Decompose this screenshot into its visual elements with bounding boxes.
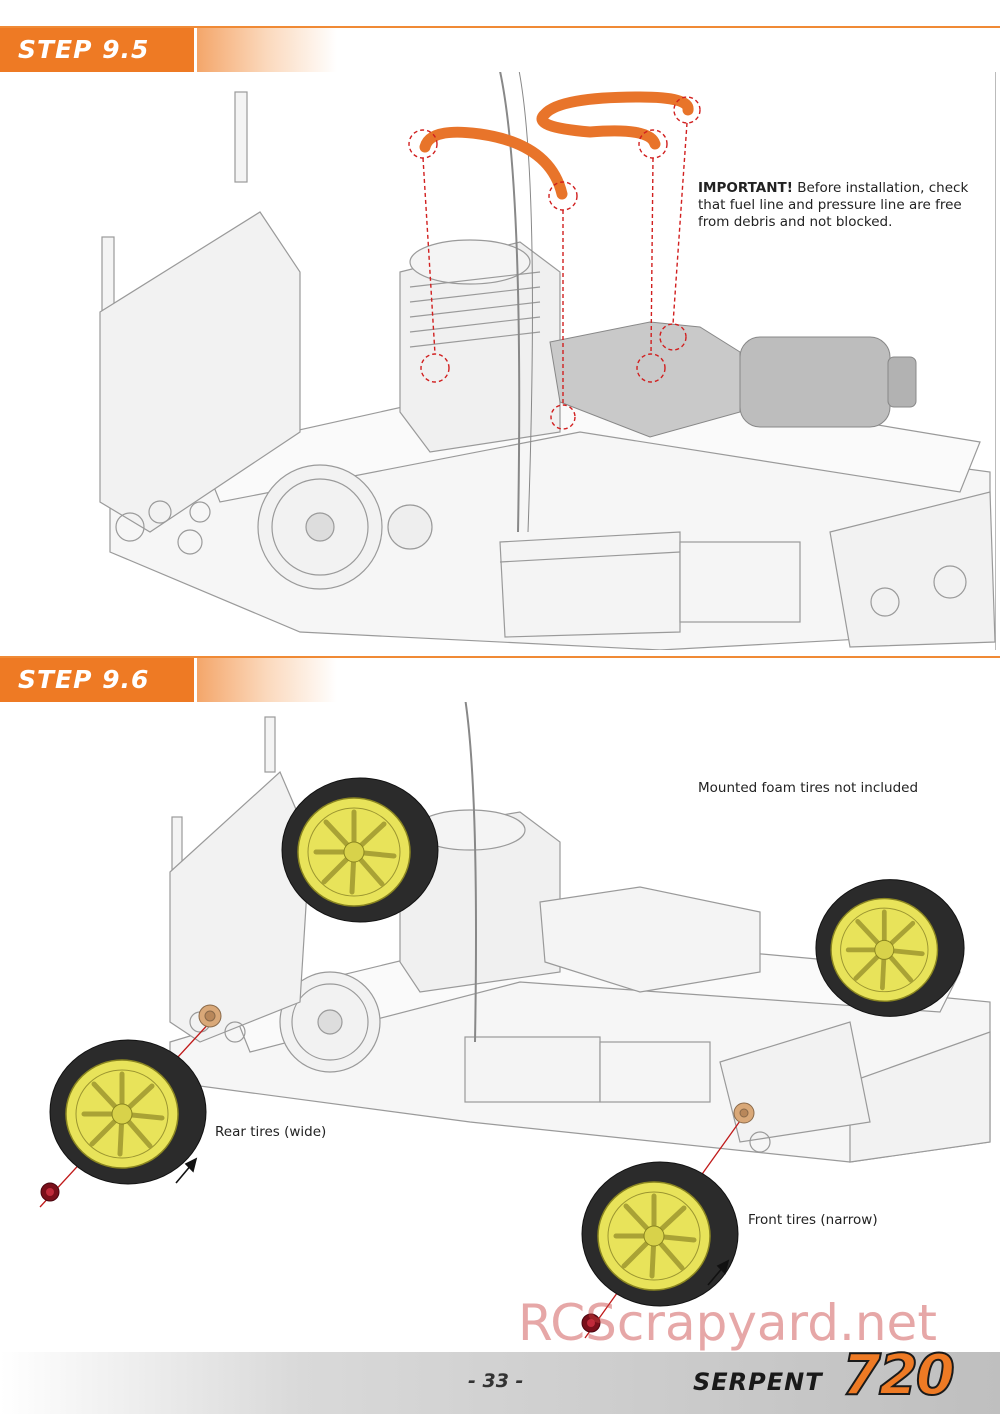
model-logo: 720 bbox=[841, 1343, 956, 1408]
step-9-6-panel: Mounted foam tires not included Rear tir… bbox=[0, 702, 1000, 1342]
engine-block bbox=[399, 811, 561, 993]
header-rule bbox=[0, 26, 1000, 28]
engine-head bbox=[409, 239, 531, 285]
important-text: Before installation, check that fuel lin… bbox=[698, 180, 969, 230]
brand-logo: SERPENT bbox=[693, 1368, 823, 1396]
body-post-1 bbox=[264, 716, 276, 773]
step-9-6-header: STEP 9.6 bbox=[0, 656, 1000, 702]
guide-circle-6 bbox=[550, 404, 576, 430]
chassis-fuel-line-diagram bbox=[99, 72, 996, 650]
antenna bbox=[499, 72, 521, 533]
antenna bbox=[464, 702, 477, 1043]
wheel-mounting-diagram bbox=[39, 702, 991, 1339]
servo bbox=[679, 541, 801, 623]
hub-rear bbox=[198, 1004, 222, 1028]
fuel-line-2 bbox=[536, 91, 694, 150]
step-9-5-header: STEP 9.5 bbox=[0, 26, 1000, 72]
mounted-tires-note: Mounted foam tires not included bbox=[698, 780, 919, 796]
header-rule bbox=[0, 656, 1000, 658]
fuel-line-1 bbox=[419, 126, 568, 200]
tire-rear-left bbox=[282, 778, 438, 922]
guide-circle-8 bbox=[659, 323, 687, 351]
hub-front bbox=[733, 1102, 755, 1124]
panel-border bbox=[995, 72, 996, 650]
starter-box bbox=[539, 886, 761, 993]
header-fade bbox=[197, 28, 337, 72]
body-post-left bbox=[234, 91, 248, 183]
important-note: IMPORTANT! Before installation, check th… bbox=[698, 180, 988, 231]
wheel-nut-front bbox=[581, 1313, 601, 1333]
watermark: RCScrapyard.net bbox=[518, 1294, 937, 1352]
guide-circle-4 bbox=[673, 96, 701, 124]
footer-bar bbox=[0, 1352, 1000, 1414]
step-9-6-title: STEP 9.6 bbox=[0, 658, 194, 702]
front-tires-label: Front tires (narrow) bbox=[748, 1212, 878, 1228]
rear-suspension bbox=[99, 211, 301, 533]
servo bbox=[599, 1041, 711, 1103]
wheel-nut-rear bbox=[40, 1182, 60, 1202]
fuel-tank bbox=[499, 531, 681, 638]
important-label: IMPORTANT! bbox=[698, 180, 793, 196]
rear-tires-label: Rear tires (wide) bbox=[215, 1124, 327, 1140]
fuel-tank bbox=[464, 1036, 601, 1103]
step-9-5-panel: IMPORTANT! Before installation, check th… bbox=[0, 72, 1000, 650]
tire-front-right bbox=[816, 880, 964, 1017]
tire-rear-exploded bbox=[50, 1040, 206, 1184]
page-number: - 33 - bbox=[468, 1370, 524, 1392]
step-9-5-title: STEP 9.5 bbox=[0, 28, 194, 72]
tire-front-exploded bbox=[582, 1162, 738, 1306]
body-post-left-2 bbox=[101, 236, 115, 313]
front-suspension bbox=[829, 491, 996, 648]
starter-box bbox=[549, 321, 917, 438]
clutch-bell bbox=[387, 504, 433, 550]
front-bumper bbox=[849, 1031, 991, 1163]
header-fade bbox=[197, 658, 337, 702]
front-suspension bbox=[719, 1021, 871, 1143]
rear-suspension bbox=[169, 770, 311, 1043]
